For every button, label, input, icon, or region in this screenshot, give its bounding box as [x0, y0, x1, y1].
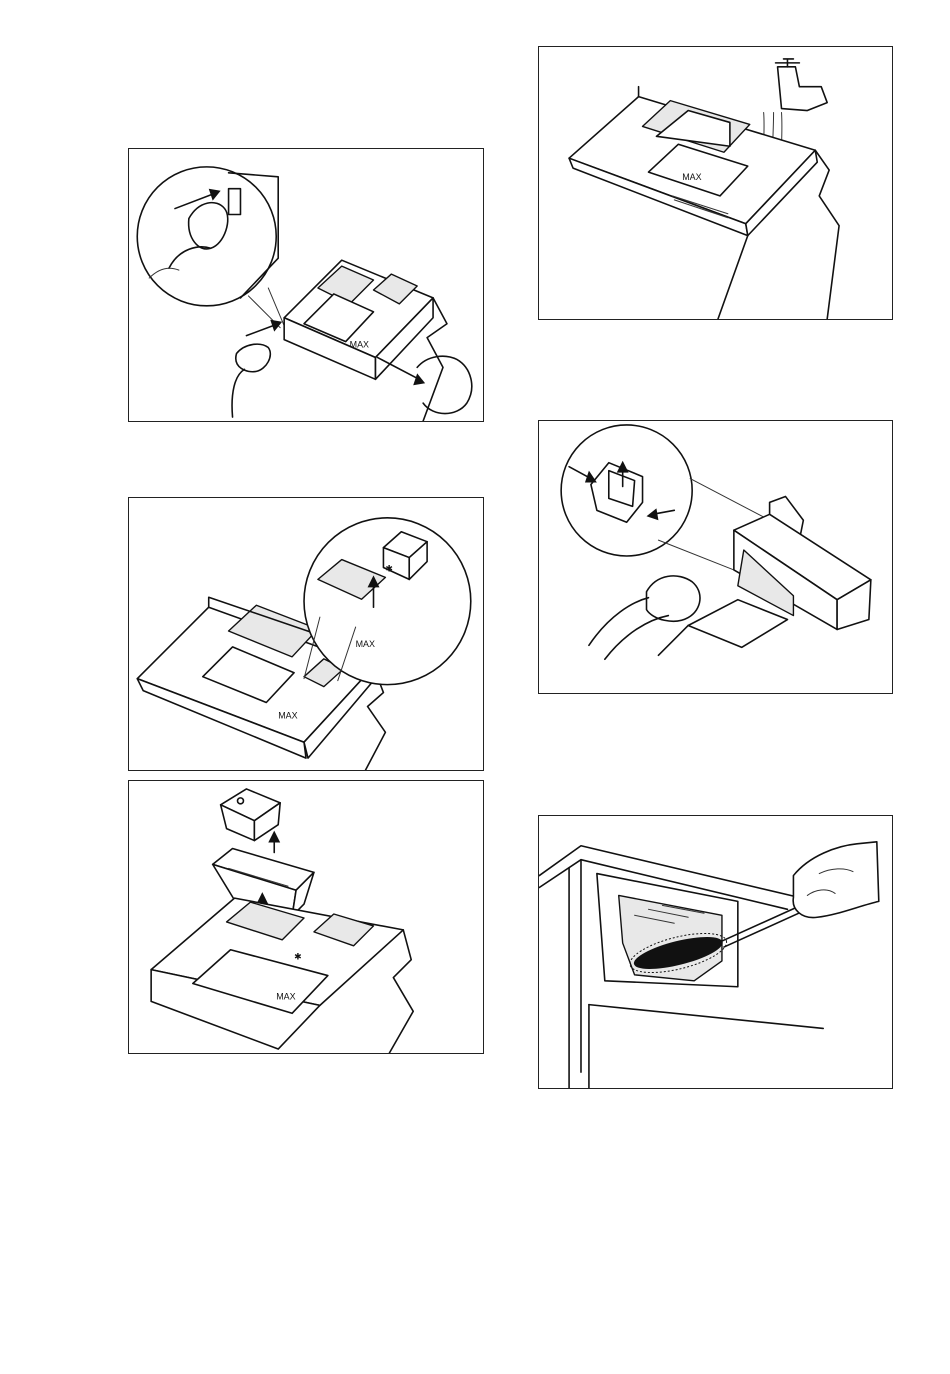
- illustration-brush-recess: [538, 815, 893, 1089]
- max-label: MAX: [682, 172, 701, 182]
- illustration-rinse-under-tap: MAX: [538, 46, 893, 320]
- drawer-removal-drawing: MAX: [129, 149, 483, 421]
- flap-lift-drawing: MAX ✱ MAX: [129, 498, 483, 770]
- insert-spout: [688, 600, 787, 648]
- max-label: MAX: [276, 991, 295, 1001]
- rinse-drawing: MAX: [539, 47, 892, 319]
- holding-hand: [793, 842, 879, 918]
- max-label: MAX: [278, 710, 297, 720]
- release-catch-detail: [229, 189, 241, 215]
- illustration-remove-inserts: MAX ✱: [128, 780, 484, 1054]
- detail-magnifier-circle: [304, 518, 471, 685]
- cloth: [647, 576, 700, 621]
- cloth-clean-drawing: [539, 421, 892, 693]
- illustration-clean-insert: [538, 420, 893, 694]
- tap-icon: [778, 67, 828, 111]
- svg-text:✱: ✱: [294, 952, 301, 962]
- max-label: MAX: [350, 340, 369, 350]
- svg-text:✱: ✱: [385, 563, 392, 573]
- svg-text:MAX: MAX: [356, 639, 375, 649]
- illustration-remove-drawer: MAX: [128, 148, 484, 422]
- illustration-lift-liquid-flap: MAX ✱ MAX: [128, 497, 484, 771]
- inserts-removal-drawing: MAX ✱: [129, 781, 483, 1053]
- detail-magnifier-circle: [137, 167, 276, 306]
- pulling-hand: [417, 356, 472, 413]
- brush-drawing: [539, 816, 892, 1088]
